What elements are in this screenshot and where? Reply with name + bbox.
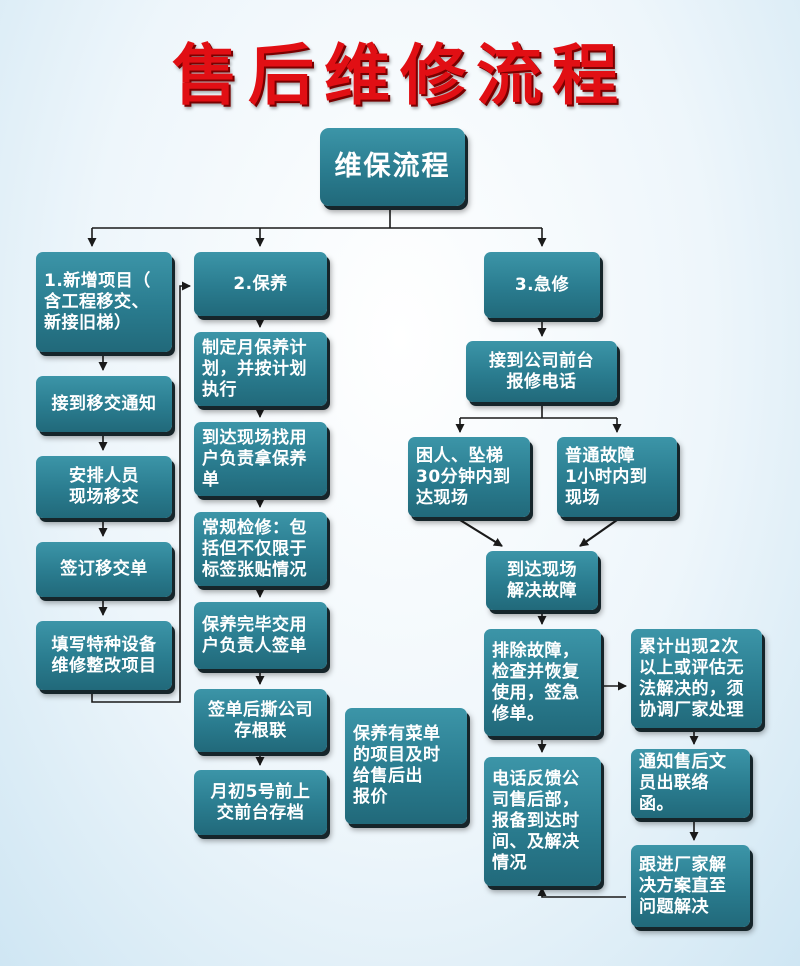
branch2-step-6: 月初5号前上 交前台存档 (194, 770, 327, 835)
branch1-step-4: 填写特种设备 维修整改项目 (36, 621, 172, 690)
arrow-trapped-to-arrive (459, 519, 503, 547)
page-title: 售后维修流程 (172, 36, 628, 114)
branch2-step-4: 保养完毕交用 户负责人签单 (194, 602, 327, 669)
branch2-header: 2.保养 (194, 252, 327, 316)
branch3-arrive: 到达现场 解决故障 (486, 551, 598, 610)
branch3-header: 3.急修 (484, 252, 600, 318)
branch1-step-2: 安排人员 现场移交 (36, 456, 172, 518)
branch3-feedback: 电话反馈公 司售后部， 报备到达时 间、及解决 情况 (484, 757, 601, 886)
branch2-side-note: 保养有菜单 的项目及时 给售后出 报价 (345, 708, 467, 824)
branch2-step-2: 到达现场找用 户负责拿保养 单 (194, 422, 327, 496)
branch1-step-3: 签订移交单 (36, 542, 172, 597)
branch2-step-5: 签单后撕公司 存根联 (194, 689, 327, 752)
branch1-header: 1.新增项目（ 含工程移交、 新接旧梯） (36, 252, 172, 352)
branch2-step-1: 制定月保养计 划，并按计划 执行 (194, 332, 327, 406)
branch3-escalate: 累计出现2次 以上或评估无 法解决的，须 协调厂家处理 (631, 629, 762, 728)
branch3-followup: 跟进厂家解 决方案直至 问题解决 (631, 845, 750, 927)
branch3-notify: 通知售后文 员出联络函。 (631, 749, 750, 818)
connector-followup-to-feedback (537, 887, 626, 898)
branch1-step-1: 接到移交通知 (36, 376, 172, 432)
arrow-normal-to-arrive (579, 519, 618, 547)
root-node: 维保流程 (320, 128, 465, 206)
branch3-fix: 排除故障， 检查并恢复 使用，签急 修单。 (484, 629, 601, 736)
branch3-receive-call: 接到公司前台 报修电话 (466, 341, 617, 402)
branch3-trapped: 困人、坠梯 30分钟内到 达现场 (408, 437, 530, 517)
branch2-step-3: 常规检修：包 括但不仅限于 标签张贴情况 (194, 512, 327, 586)
connector-b1-to-b2 (91, 281, 191, 703)
branch3-normal-fault: 普通故障 1小时内到 现场 (557, 437, 677, 517)
